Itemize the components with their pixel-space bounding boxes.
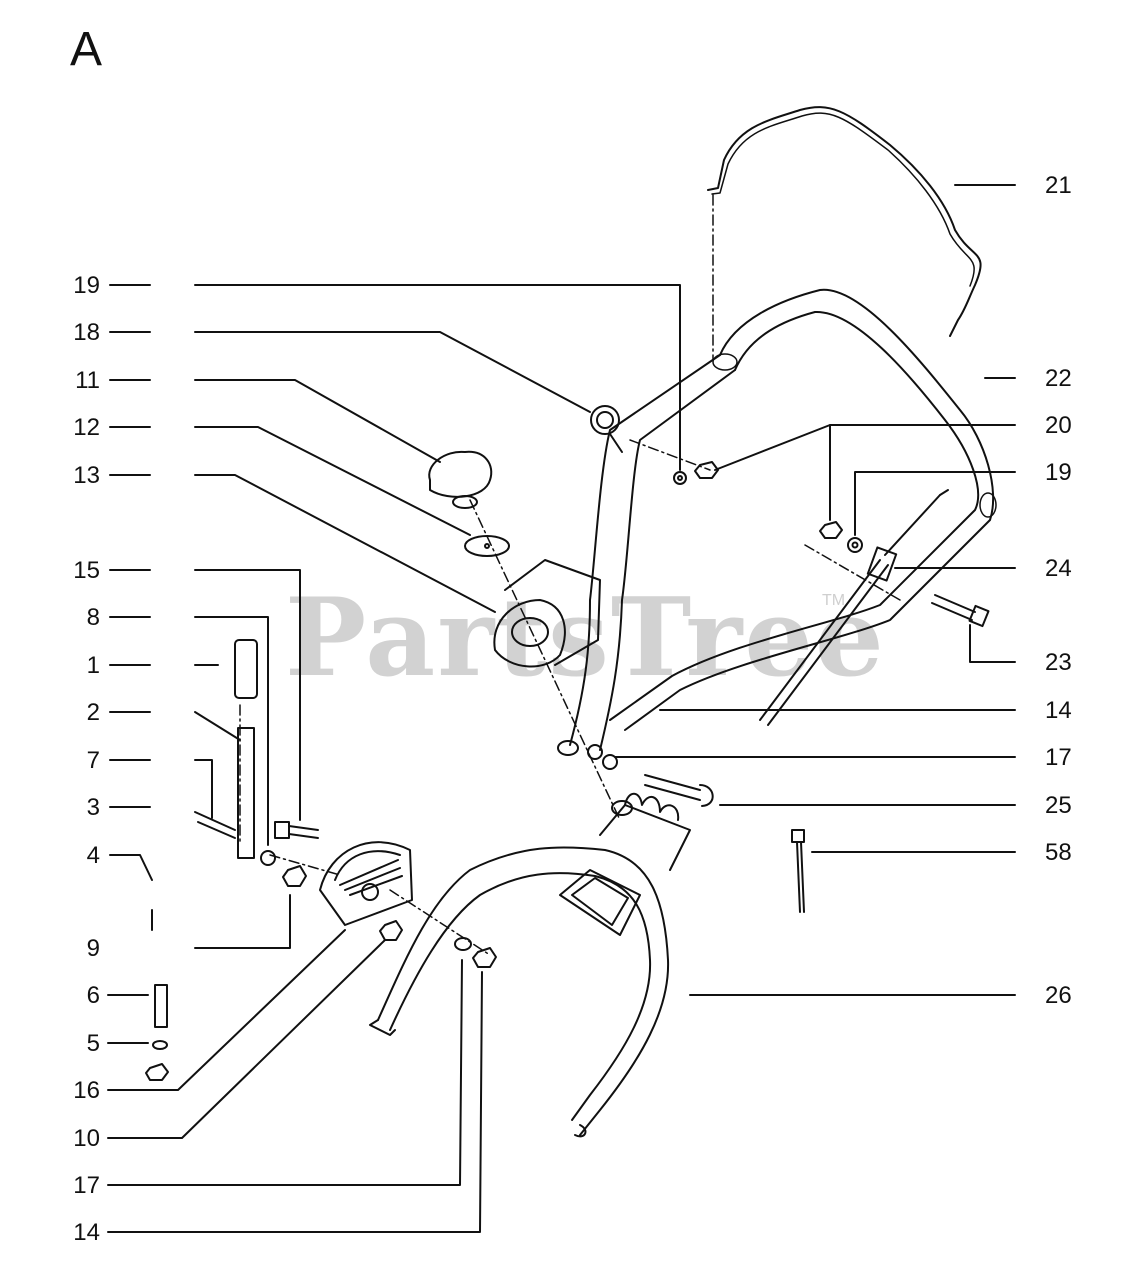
part-24-cable-clamp bbox=[759, 489, 949, 726]
part-16-shift-quadrant bbox=[319, 841, 413, 926]
part-26-lower-handle bbox=[377, 846, 670, 1136]
callout-19-left: 19 bbox=[73, 272, 100, 299]
part-8-washer bbox=[260, 850, 276, 866]
callout-21: 21 bbox=[1045, 172, 1072, 199]
callout-19-right: 19 bbox=[1045, 459, 1072, 486]
part-58-cable-tie bbox=[791, 829, 805, 913]
callout-9: 9 bbox=[86, 935, 100, 962]
leader-lines-left bbox=[107, 284, 681, 1233]
part-5-washer bbox=[152, 1040, 168, 1050]
callout-17-right: 17 bbox=[1045, 744, 1072, 771]
shift-gate bbox=[559, 792, 691, 936]
callout-25: 25 bbox=[1045, 792, 1072, 819]
callout-15: 15 bbox=[73, 557, 100, 584]
callout-23: 23 bbox=[1045, 649, 1072, 676]
part-19-washer-upper bbox=[673, 471, 687, 485]
part-22-upper-handle bbox=[624, 288, 995, 731]
part-6-link-rod bbox=[154, 984, 168, 1028]
callout-2: 2 bbox=[86, 699, 100, 726]
callout-6: 6 bbox=[86, 982, 100, 1009]
part-25-bolt bbox=[644, 774, 714, 807]
callout-4: 4 bbox=[86, 842, 100, 869]
callout-3: 3 bbox=[86, 794, 100, 821]
callout-14-left: 14 bbox=[73, 1219, 100, 1246]
callout-20: 20 bbox=[1045, 412, 1072, 439]
part-21-bail-wire bbox=[707, 106, 982, 337]
callout-17-left: 17 bbox=[73, 1172, 100, 1199]
callout-22: 22 bbox=[1045, 365, 1072, 392]
part-20-nut-right bbox=[819, 521, 843, 539]
part-2-shift-lever bbox=[237, 727, 255, 859]
watermark-trademark: TM bbox=[822, 592, 846, 609]
part-20-nut-upper bbox=[694, 461, 719, 479]
part-14-nut-center bbox=[587, 744, 603, 760]
callout-58: 58 bbox=[1045, 839, 1072, 866]
callout-14-right: 14 bbox=[1045, 697, 1072, 724]
leader-lines-right bbox=[614, 184, 1016, 996]
callout-8: 8 bbox=[86, 604, 100, 631]
part-10-nut bbox=[379, 920, 403, 941]
part-19-washer-right bbox=[847, 537, 863, 553]
callout-5: 5 bbox=[86, 1030, 100, 1057]
callout-16: 16 bbox=[73, 1077, 100, 1104]
part-14-nut-lower bbox=[472, 947, 497, 968]
callout-18: 18 bbox=[73, 319, 100, 346]
part-13-bracket bbox=[493, 559, 601, 668]
callout-24: 24 bbox=[1045, 555, 1072, 582]
part-17-washer-center bbox=[602, 754, 618, 770]
assembly-axes bbox=[239, 194, 901, 956]
callout-1: 1 bbox=[86, 652, 100, 679]
part-9-nut bbox=[282, 865, 307, 887]
part-17-washer-lower bbox=[454, 937, 472, 951]
part-23-bolt bbox=[931, 594, 990, 628]
callout-26: 26 bbox=[1045, 982, 1072, 1009]
part-18-eye-bolt bbox=[590, 405, 623, 453]
part-12-washer bbox=[464, 535, 510, 557]
part-11-knob bbox=[428, 450, 493, 509]
callout-7: 7 bbox=[86, 747, 100, 774]
part-7-pin bbox=[194, 811, 236, 839]
section-letter: A bbox=[70, 23, 103, 76]
callout-11: 11 bbox=[75, 367, 100, 394]
callout-10: 10 bbox=[73, 1125, 100, 1152]
part-1-lever-grip bbox=[234, 639, 258, 699]
callout-12: 12 bbox=[73, 414, 100, 441]
callout-13: 13 bbox=[73, 462, 100, 489]
part-5-nut bbox=[145, 1063, 169, 1081]
part-15-shoulder-bolt bbox=[274, 821, 319, 839]
